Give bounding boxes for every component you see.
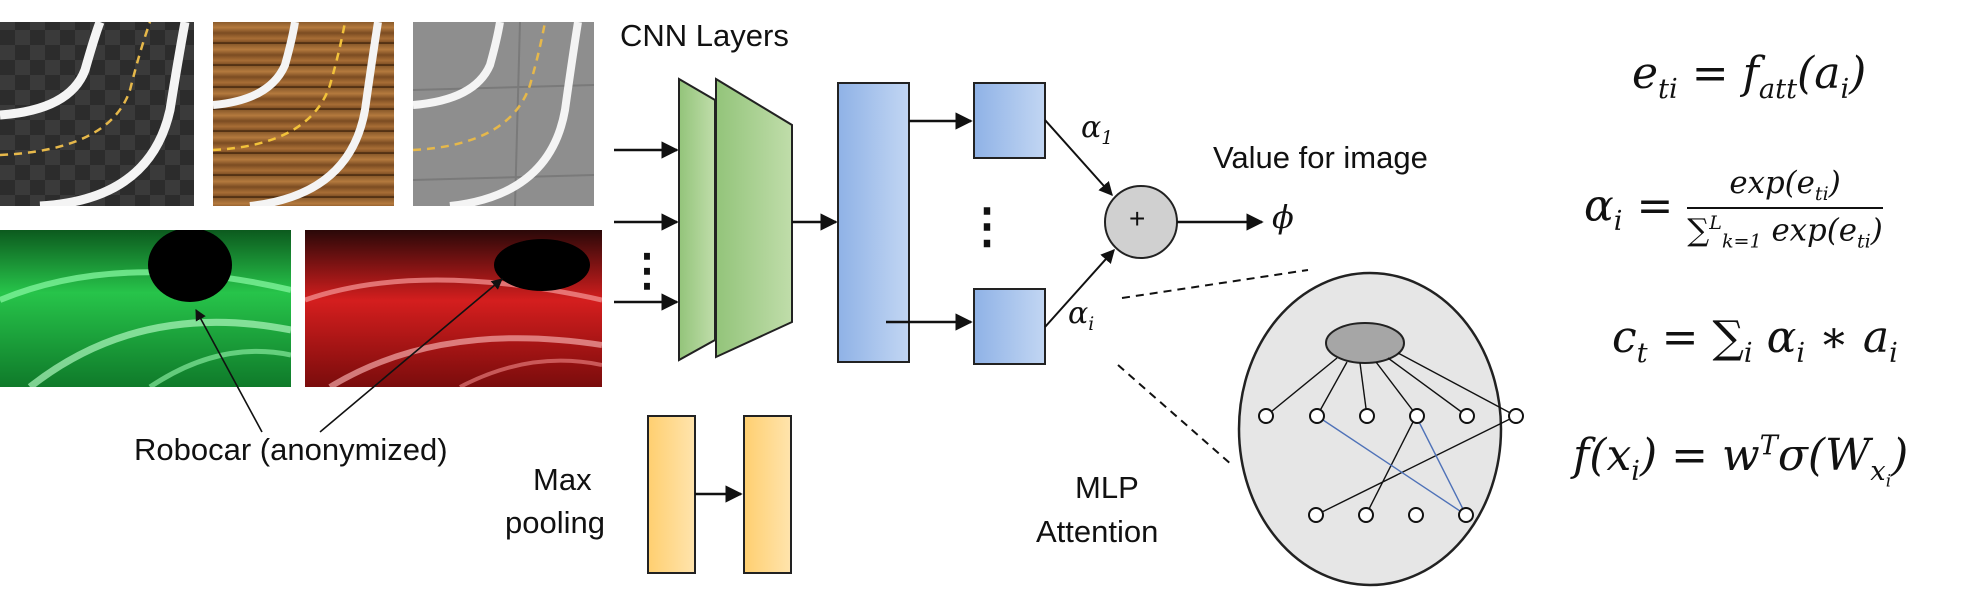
robocar-photo-red	[305, 230, 602, 387]
vertical-ellipsis-inputs: ⋮	[625, 246, 669, 295]
max-pooling-layer-2	[743, 415, 792, 574]
max-pooling-layer-1	[647, 415, 696, 574]
vertical-ellipsis-vectors: ⋮	[963, 200, 1011, 253]
mlp-output-node	[1325, 322, 1405, 364]
max-pooling-label-line2: pooling	[505, 505, 605, 540]
mlp-highlight-edges	[1316, 415, 1467, 516]
feature-map-column	[837, 82, 910, 363]
value-for-image-label: Value for image	[1213, 140, 1428, 175]
a1-to-sum-arrow	[1044, 119, 1113, 197]
robocar-pointer-green	[195, 309, 263, 433]
zoom-dash-top	[1121, 269, 1309, 299]
equation-energy: eti = fatt(ai)	[1632, 48, 1867, 105]
annotation-vector-i	[973, 288, 1046, 365]
mlp-attention-detail	[1237, 271, 1503, 587]
equation-softmax: αi = exp(eti)∑Lk=1 exp(eti)	[1584, 165, 1883, 253]
phi-symbol: ϕ	[1272, 198, 1294, 236]
anonymized-robocar-blob-green	[148, 230, 232, 302]
equation-mlp: f(xi) = wTσ(Wxi)	[1573, 430, 1909, 491]
robocar-label: Robocar (anonymized)	[134, 432, 448, 467]
mlp-hidden-nodes	[1258, 408, 1524, 424]
mlp-attention-label-line2: Attention	[1036, 514, 1159, 549]
track-photo-gray	[413, 22, 594, 206]
annotation-vector-1	[973, 82, 1046, 159]
mlp-input-nodes	[1308, 507, 1474, 523]
ai-to-sum-arrow	[1044, 248, 1115, 328]
max-pooling-label-line1: Max	[533, 462, 592, 497]
track-photo-wood	[213, 22, 394, 206]
alpha-i-symbol: αi	[1068, 296, 1095, 335]
cnn-layer-1	[678, 77, 716, 362]
plus-symbol: +	[1129, 203, 1146, 234]
alpha-1-symbol: α1	[1081, 110, 1114, 149]
cnn-layer-2	[715, 77, 793, 359]
cnn-layers-label: CNN Layers	[620, 18, 789, 53]
robocar-pointer-red	[319, 278, 503, 433]
anonymized-robocar-blob-red	[494, 239, 590, 291]
mlp-attention-label-line1: MLP	[1075, 470, 1139, 505]
robocar-photo-green	[0, 230, 291, 387]
equation-context: ct = ∑i αi ∗ ai	[1612, 312, 1898, 369]
zoom-dash-bottom	[1117, 364, 1233, 466]
track-photo-checker	[0, 22, 194, 206]
